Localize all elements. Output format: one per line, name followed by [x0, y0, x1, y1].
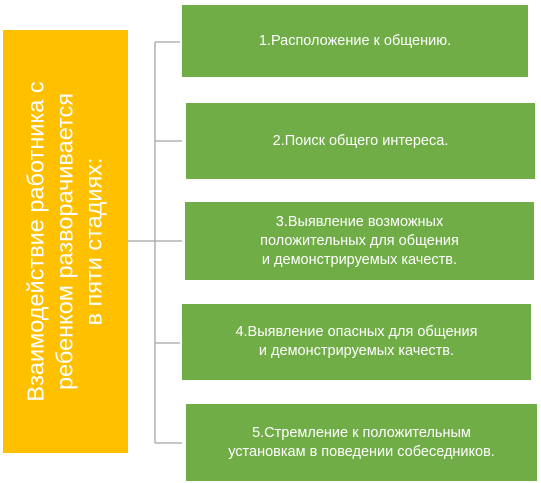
stage-text: 4.Выявление опасных для общения и демонс… — [235, 323, 477, 361]
main-topic-line: ребенком разворачивается — [52, 93, 78, 390]
stage-line: 3.Выявление возможных — [275, 213, 444, 230]
main-topic-line: в пяти стадиях: — [81, 157, 107, 326]
stage-line: 2.Поиск общего интереса. — [272, 132, 449, 149]
stage-box-4: 4.Выявление опасных для общения и демонс… — [180, 302, 533, 382]
stage-text: 3.Выявление возможных положительных для … — [260, 213, 459, 270]
stage-box-1: 1.Расположение к общению. — [180, 3, 530, 79]
stage-box-3: 3.Выявление возможных положительных для … — [183, 200, 536, 282]
stage-box-2: 2.Поиск общего интереса. — [184, 101, 537, 181]
stage-text: 1.Расположение к общению. — [259, 32, 451, 51]
main-topic-text: Взаимодействие работника с ребенком разв… — [22, 81, 109, 401]
stage-line: 1.Расположение к общению. — [258, 32, 452, 49]
stage-text: 5.Стремление к положительным установкам … — [228, 424, 495, 462]
main-topic-box: Взаимодействие работника с ребенком разв… — [3, 30, 128, 453]
stage-line: 5.Стремление к положительным — [252, 424, 471, 441]
main-topic-line: Взаимодействие работника с — [23, 81, 49, 402]
stage-box-5: 5.Стремление к положительным установкам … — [184, 402, 539, 483]
stage-line: 4.Выявление опасных для общения — [235, 324, 478, 340]
stage-line: и демонстрируемых качеств. — [261, 251, 458, 268]
stage-line: положительных для общения — [260, 232, 459, 249]
stage-line: установкам в поведении собеседников. — [228, 443, 495, 460]
stage-text: 2.Поиск общего интереса. — [273, 132, 449, 151]
stage-line: и демонстрируемых качеств. — [258, 343, 455, 359]
